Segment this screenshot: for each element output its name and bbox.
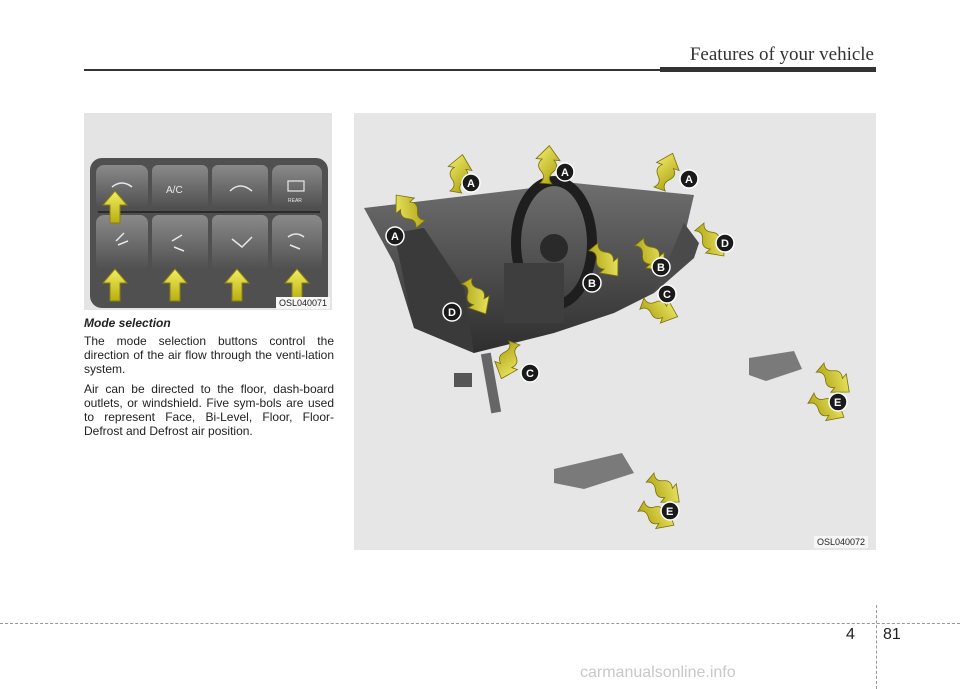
center-console	[504, 263, 564, 323]
ac-button[interactable]	[152, 165, 208, 209]
recirculation-icon	[229, 185, 253, 192]
rear-floor-duct-right	[749, 351, 802, 381]
arrow-up-icon	[101, 190, 129, 224]
steering-hub	[540, 234, 568, 262]
floor-defrost-mode-icon	[287, 233, 305, 250]
mode-bilevel-button[interactable]	[152, 215, 208, 271]
mode-floor-button[interactable]	[212, 215, 268, 271]
footer-divider	[876, 605, 877, 689]
outlet-label: E	[666, 506, 673, 518]
arrow-up-icon	[101, 268, 129, 302]
outlet-label: C	[663, 289, 671, 301]
figure-code: OSL040071	[276, 297, 331, 309]
outlet-label: B	[588, 278, 596, 290]
paragraph: Air can be directed to the floor, dash-b…	[84, 382, 334, 438]
mode-floor-defrost-button[interactable]	[272, 215, 322, 271]
outlet-label: E	[834, 397, 841, 409]
mode-selection-section: Mode selection The mode selection button…	[84, 316, 334, 444]
page-header-title: Features of your vehicle	[689, 44, 874, 65]
brake-pedal	[454, 373, 472, 387]
floor-mode-icon	[231, 236, 253, 249]
chapter-number: 4	[846, 626, 855, 643]
bilevel-mode-icon	[171, 234, 185, 252]
page-number: 81	[883, 626, 901, 643]
outlet-label: A	[467, 178, 475, 190]
outlet-label: D	[448, 307, 456, 319]
rear-window-icon	[287, 180, 305, 192]
control-panel-bezel	[90, 158, 328, 308]
rear-floor-duct-left	[554, 453, 634, 489]
header-rule-accent	[660, 67, 876, 72]
paragraph: The mode selection buttons control the d…	[84, 334, 334, 376]
outlet-label: A	[685, 174, 693, 186]
arrow-up-icon	[223, 268, 251, 302]
footer-rule	[0, 623, 960, 624]
dashboard-illustration: A A A A B B C C D D E E	[364, 144, 858, 536]
defrost-icon	[111, 182, 133, 188]
recirculation-button[interactable]	[212, 165, 268, 209]
outlet-label: B	[657, 262, 665, 274]
watermark-text: carmanualsonline.info	[580, 664, 736, 681]
dashboard-left-side	[394, 228, 474, 353]
mode-buttons-illustration: A/C REAR	[90, 158, 328, 308]
airflow-dashboard-figure: A A A A B B C C D D E E OSL040072	[354, 113, 876, 550]
outlet-label: A	[561, 167, 569, 179]
rear-label: REAR	[288, 198, 302, 204]
outlet-label: D	[721, 238, 729, 250]
mode-buttons-figure: A/C REAR OSL040071	[84, 113, 332, 310]
ac-label: A/C	[166, 185, 183, 196]
airflow-arrow-icon	[647, 148, 685, 194]
outlet-label: C	[526, 368, 534, 380]
arrow-up-icon	[161, 268, 189, 302]
rear-defrost-button[interactable]	[272, 165, 322, 209]
section-title: Mode selection	[84, 316, 171, 330]
header-rule	[84, 69, 876, 71]
face-mode-icon	[115, 232, 129, 246]
accelerator-pedal	[480, 352, 502, 414]
outlet-label: A	[391, 231, 399, 243]
figure-code: OSL040072	[814, 536, 869, 548]
